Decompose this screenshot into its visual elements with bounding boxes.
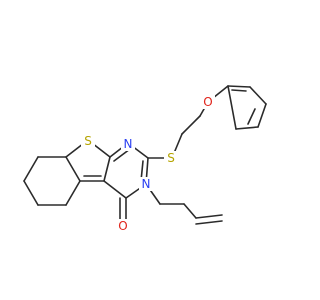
bond [257,103,267,128]
atom-label: O [118,219,127,233]
atom-label: N [142,177,151,191]
bond [65,156,81,182]
bond [23,180,39,206]
bond [23,156,39,182]
atom-labels: S N S O N O [81,95,215,233]
bond [183,203,197,219]
bond [181,115,201,135]
bond [103,180,127,199]
bond-layer [23,85,267,225]
bond [235,126,259,130]
atom-label: O [203,95,212,109]
bond [227,85,251,88]
nitrogen-atom-allyl: N [139,177,153,191]
sulfur-atom-thiophene: S [81,134,95,148]
bond [195,214,223,219]
oxygen-atom-ether: O [201,95,215,109]
bond [247,108,256,125]
bond [65,180,81,206]
bond [227,85,237,130]
bond [249,86,267,105]
atom-label: S [167,151,175,165]
bond [231,89,247,92]
nitrogen-atom-ring: N [121,137,135,151]
atom-label: S [84,134,92,148]
sulfur-atom-thioether: S [164,151,178,165]
bond [195,220,223,225]
atom-label: N [124,137,133,151]
bond [103,156,111,182]
molecule-structure-diagram: S N S O N O [23,85,267,233]
oxygen-atom-carbonyl: O [116,219,130,233]
